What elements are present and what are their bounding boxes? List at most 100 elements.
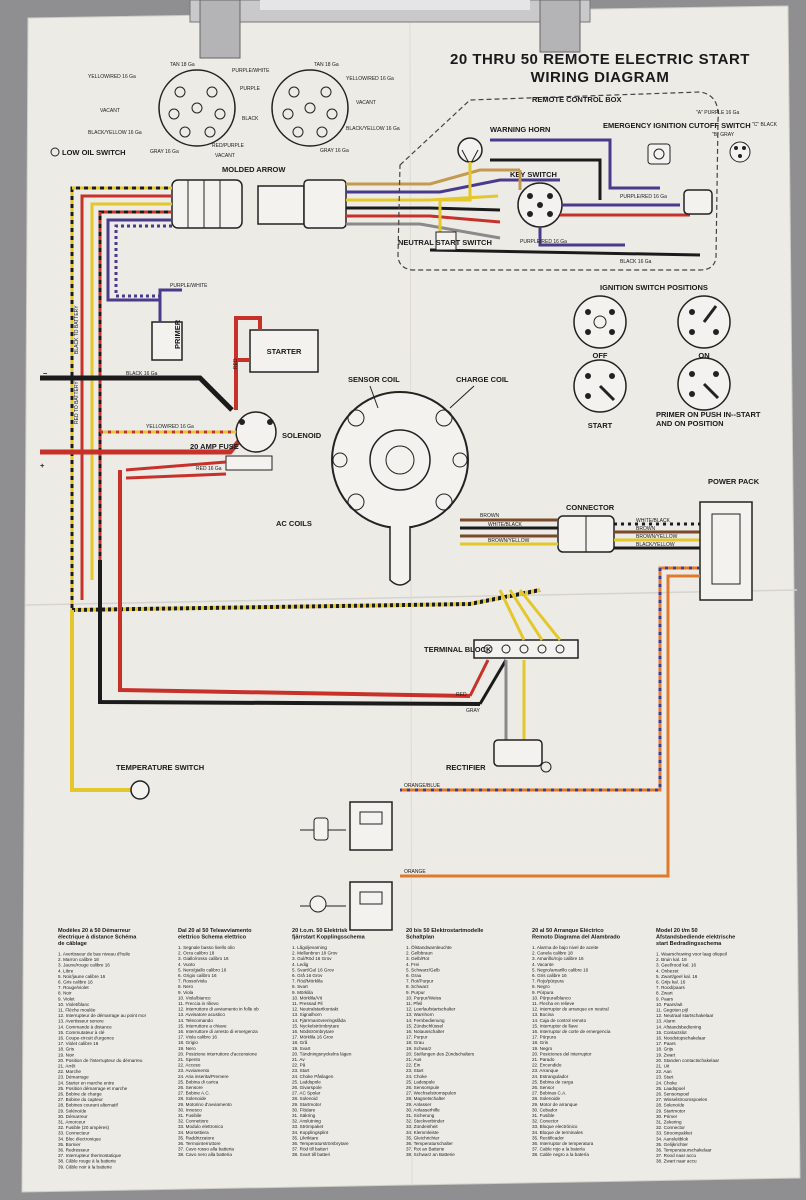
legend-item: 26. Sensor xyxy=(532,1085,555,1090)
legend-item: 34. Bloc électronique xyxy=(58,1136,101,1141)
legend-item: 31. Zekering xyxy=(656,1120,682,1125)
legend-item: 29. Startmotor xyxy=(292,1102,322,1107)
battery-minus: − xyxy=(43,369,48,378)
legend-item: 2. Mellanbrun 18 Grov xyxy=(292,951,338,956)
wire-temp-switch xyxy=(70,610,132,792)
legend-item: 19. Zwart xyxy=(656,1052,676,1057)
orange-blue-wire-label: ORANGE/BLUE xyxy=(404,783,441,789)
ignition-label-primer-wrap: PRIMER ON PUSH IN--START AND ON POSITION xyxy=(656,410,760,428)
legend-item: 33. Zündeinheit xyxy=(406,1124,438,1129)
connector-pinout-left xyxy=(158,69,236,147)
remote-internal-wires xyxy=(429,138,701,257)
legend-title: électrique à distance Schéma xyxy=(58,935,137,941)
legend-item: 28. Solenoid xyxy=(292,1096,318,1101)
legend-item: 9. Paars xyxy=(656,996,674,1001)
legend-item: 7. Rouge/violet xyxy=(58,985,89,990)
legend-item: 29. Solénoïde xyxy=(58,1108,87,1113)
battery-plus: + xyxy=(40,461,45,470)
legend-item: 23. Arranque xyxy=(532,1068,559,1073)
legend-item: 25. Ladespule xyxy=(406,1079,435,1084)
ignition-label-off: OFF xyxy=(593,351,608,360)
legend-item: 34. Bloque de terminales xyxy=(532,1130,584,1135)
legend-item: 16. Notausschalter xyxy=(406,1029,445,1034)
legend-item: 13. Signalhorn xyxy=(292,1012,322,1017)
legend-item: 22. Ein xyxy=(406,1063,421,1068)
connector-pinout-right xyxy=(271,69,349,147)
legend-item: 23. Start xyxy=(656,1075,674,1080)
pin-label-vacant-left: VACANT xyxy=(100,108,120,114)
legend-item: 18. Grau xyxy=(406,1040,424,1045)
terminal-gray-label: GRAY xyxy=(466,708,480,714)
legend-item: 2. Ocra calibro 18 xyxy=(178,951,215,956)
ignition-switch-start-icon xyxy=(573,359,627,413)
pin-label-vacant-mid: VACANT xyxy=(215,153,235,159)
plug-label-c: "C" BLACK xyxy=(752,122,778,128)
legend-item: 24. Estrangulador xyxy=(532,1074,569,1079)
charge-coil-label: CHARGE COIL xyxy=(456,375,509,384)
harness-bundle-left xyxy=(70,186,172,610)
fuse-label: 20 AMP FUSE xyxy=(190,442,239,451)
legend-item: 31. Sicherung xyxy=(406,1113,435,1118)
legend-item: 10. Violet/blanc xyxy=(58,1002,90,1007)
remote-plug-icon xyxy=(683,141,751,215)
legend-item: 7. Rood/paars xyxy=(656,985,686,990)
stator-wire-label-brown-yellow: BROWN/YELLOW xyxy=(488,538,530,544)
legend-item: 27. Wechselstromspulen xyxy=(406,1091,457,1096)
legend-item: 36. Interruptor de temperatura xyxy=(532,1141,594,1146)
legend-item: 22. Aan xyxy=(656,1069,672,1074)
legend-item: 36. Redresseur xyxy=(58,1148,90,1153)
legend-item: 21. Av xyxy=(292,1057,305,1062)
legend-item: 12. Interrupteur de démarrage au point m… xyxy=(58,1013,147,1018)
red-to-battery-label: RED TO BATTERY xyxy=(74,381,80,424)
terminal-wires xyxy=(468,589,562,740)
pack-wire-label-brown-yellow: BROWN/YELLOW xyxy=(636,534,678,540)
legend-item: 34. Morsettiera xyxy=(178,1130,209,1135)
legend-item: 6. Grå 16 Grov xyxy=(292,972,323,978)
legend-item: 31. Fusibile xyxy=(178,1113,202,1118)
legend-item: 24. Choke xyxy=(656,1080,677,1085)
legend-item: 30. Démarreur xyxy=(58,1114,88,1119)
pin-label-tan-right: TAN 18 Ga xyxy=(314,62,339,68)
legend-item: 20. Posizione interruttore d'accensione xyxy=(178,1051,257,1056)
legend-item: 12. Leerlaufstartschalter xyxy=(406,1007,456,1012)
legend-item: 17. Púrpura xyxy=(532,1035,556,1040)
legend-item: 29. Motorino d'avviamento xyxy=(178,1102,232,1107)
legend-item: 31. Fusible xyxy=(532,1113,555,1118)
rectifier-icon xyxy=(493,739,552,773)
solenoid-icon xyxy=(235,411,277,453)
legend-item: 29. Anlasser xyxy=(406,1102,432,1107)
black-to-battery-label: BLACK TO BATTERY xyxy=(74,305,80,354)
stator-wire-label-brown: BROWN xyxy=(480,513,500,519)
power-pack-label: POWER PACK xyxy=(708,477,760,486)
legend-item: 10. Paars/wit xyxy=(656,1002,683,1007)
legend-item: 3. Gul/Röd 16 Grov xyxy=(292,956,332,961)
legend-item: 3. Jaune/rouge calibre 16 xyxy=(58,963,110,968)
legend-item: 25. Laadspoel xyxy=(656,1086,685,1091)
key-switch-icon xyxy=(517,182,563,228)
battery-black-wire-label: BLACK 16 Ga xyxy=(126,371,158,377)
legend-item: 11. Freccia in rilievo xyxy=(178,1001,219,1006)
legend-item: 1. Alarma de bajo nivel de aceite xyxy=(532,945,599,950)
legend-item: 7. Rojo/púrpura xyxy=(532,979,564,984)
legend-item: 10. Mörklila/Vit xyxy=(292,995,323,1000)
legend-item: 11. Pressad Pil xyxy=(292,1001,323,1006)
legend-title: 20 bis 50 Elektrostartmodelle xyxy=(406,928,483,934)
legend-item: 25. Bobina di carica xyxy=(178,1079,219,1084)
legend-item: 23. Avviamento xyxy=(178,1068,210,1073)
legend-item: 4. Onbezet xyxy=(656,968,679,973)
pin-label-red-purple: RED/PURPLE xyxy=(212,143,245,149)
legend-item: 2. Gelbbraun xyxy=(406,951,433,956)
legend-item: 14. Fernbedienung xyxy=(406,1018,445,1023)
legend-item: 6. Gris calibre 16 xyxy=(58,980,93,985)
legend-item: 18. Grå xyxy=(292,1039,308,1045)
legend-item: 7. Rot/Purpur xyxy=(406,979,434,984)
ignition-positions-title: IGNITION SWITCH POSITIONS xyxy=(600,283,708,292)
ignition-switch-on-icon xyxy=(677,295,731,349)
legend-item: 33. Bloque electrónico xyxy=(532,1124,578,1129)
legend-item: 32. Fusible (20 ampères) xyxy=(58,1125,110,1130)
pin-label-black-yellow-right: BLACK/YELLOW 16 Ga xyxy=(346,126,400,132)
legend-item: 13. Avertisseur sonore xyxy=(58,1019,104,1024)
legend-item: 36. Termointerruttore xyxy=(178,1141,221,1146)
pin-label-gray-left: GRAY 16 Ga xyxy=(150,149,179,155)
